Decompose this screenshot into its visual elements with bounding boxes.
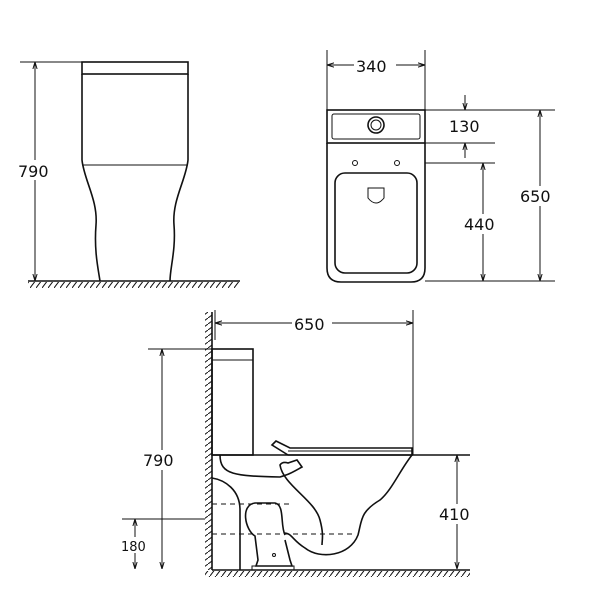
tank-lid [81,61,189,75]
floor-hatch [205,571,470,577]
drain-icon [367,187,385,204]
tank-profile [211,348,254,456]
outlet-trap [244,502,294,567]
side-view: 790 [17,61,240,288]
bowl-profile-outline [219,454,413,556]
side-height-label: 790 [18,162,49,181]
profile-depth-label: 650 [294,315,325,334]
toilet-body-outline [81,74,189,282]
front-width-label: 340 [356,57,387,76]
flush-button [367,116,385,134]
seat-height-label: 410 [439,505,470,524]
profile-view: 650 790 180 410 [120,310,476,577]
outlet-height-label: 180 [121,540,146,555]
inlet-height-label: 440 [464,215,495,234]
wall-hatch [205,312,212,570]
profile-height-label: 790 [143,451,174,470]
bowl-front-outline [326,143,426,283]
floor-hatch [28,282,240,288]
tank [326,109,426,144]
front-total-height-label: 650 [520,187,551,206]
front-view: 340 130 440 650 [326,50,557,283]
seat-profile [270,440,413,456]
seat-opening [334,172,418,274]
pedestal-back [211,477,241,570]
tank-height-label: 130 [449,117,480,136]
